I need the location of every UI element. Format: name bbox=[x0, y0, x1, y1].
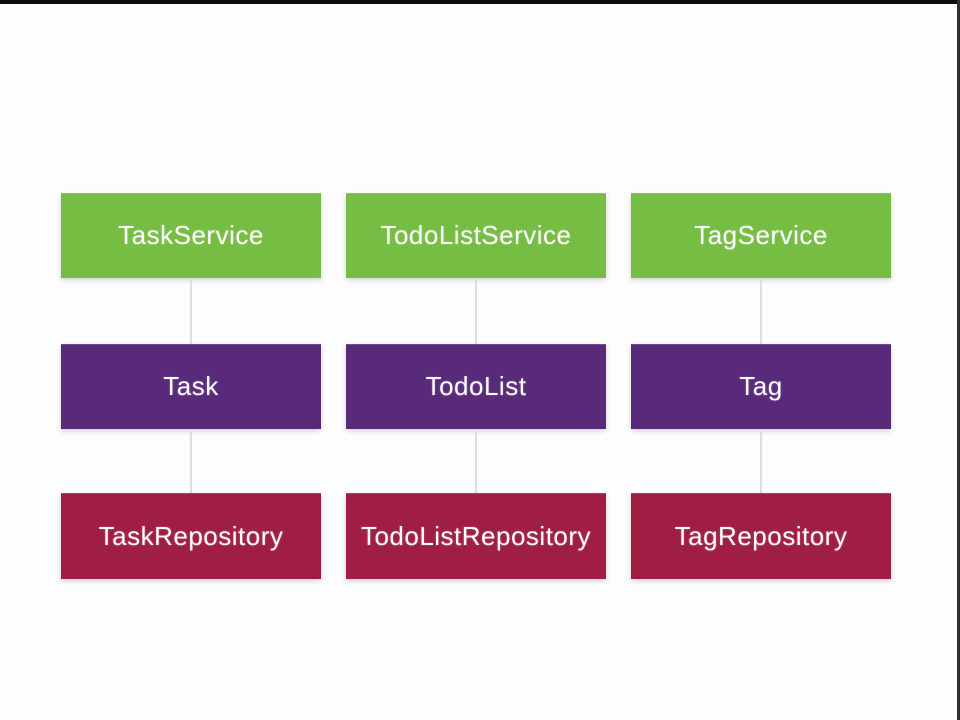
node-tag: Tag bbox=[631, 344, 891, 429]
node-tag-service: TagService bbox=[631, 193, 891, 278]
connector-tag-to-tag-repository bbox=[760, 429, 762, 493]
node-tag-repository: TagRepository bbox=[631, 493, 891, 579]
node-task-service: TaskService bbox=[61, 193, 321, 278]
connector-tag-service-to-tag bbox=[760, 278, 762, 344]
connector-task-to-task-repository bbox=[190, 429, 192, 493]
node-todolist-service: TodoListService bbox=[346, 193, 606, 278]
node-todolist: TodoList bbox=[346, 344, 606, 429]
node-task-repository: TaskRepository bbox=[61, 493, 321, 579]
connector-todolist-service-to-todolist bbox=[475, 278, 477, 344]
right-edge-strip bbox=[957, 0, 960, 720]
node-todolist-repository: TodoListRepository bbox=[346, 493, 606, 579]
top-letterbox-bar bbox=[0, 0, 960, 4]
connector-task-service-to-task bbox=[190, 278, 192, 344]
node-task: Task bbox=[61, 344, 321, 429]
connector-todolist-to-todolist-repository bbox=[475, 429, 477, 493]
